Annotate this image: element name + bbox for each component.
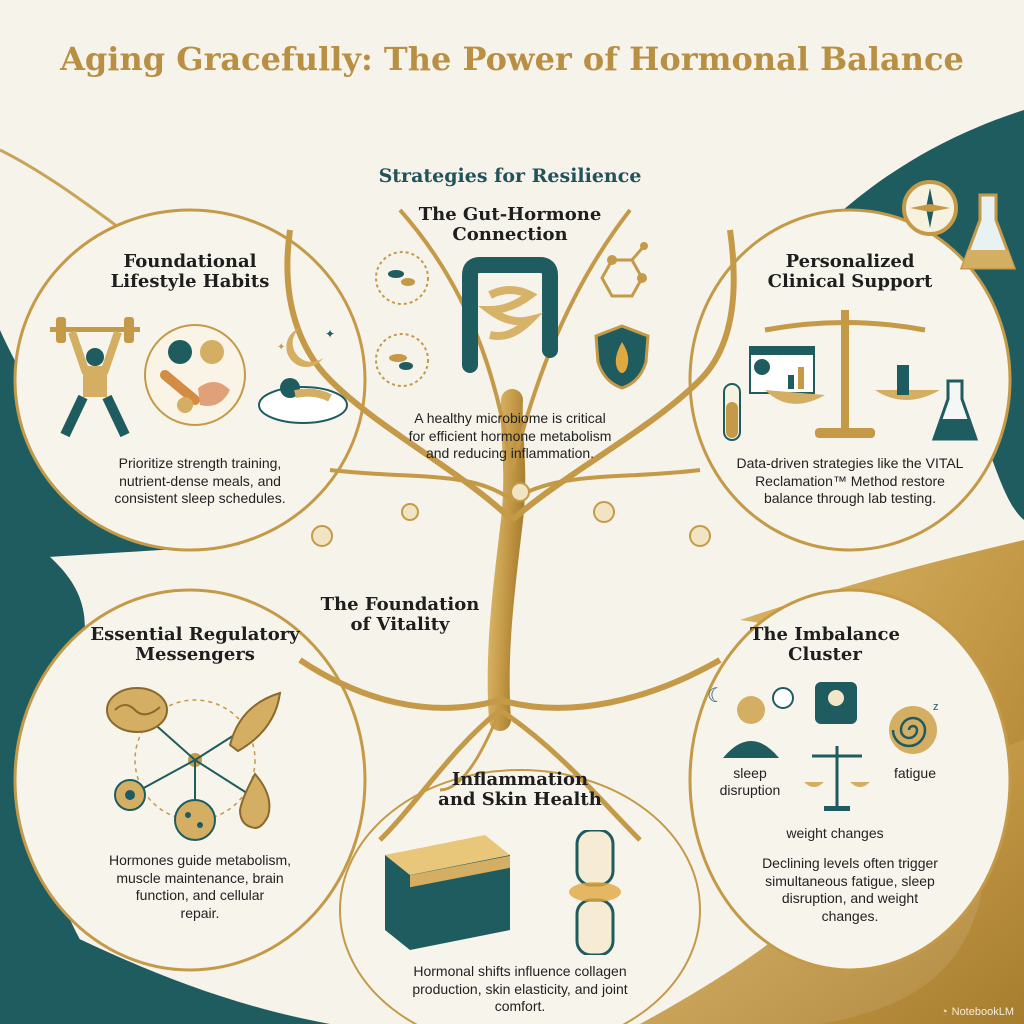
- microbe-icon: [375, 333, 429, 387]
- muscle-icon: [228, 691, 282, 753]
- weightlifter-icon: [50, 317, 140, 438]
- skin-layer-icon: [385, 835, 510, 950]
- scale-icon: [815, 682, 857, 724]
- lifestyle-heading: Foundational Lifestyle Habits: [110, 251, 270, 292]
- brain-icon: [106, 687, 168, 733]
- flask-icon: [931, 379, 979, 441]
- balance-icon: [804, 746, 870, 811]
- svg-text:✦: ✦: [325, 327, 335, 341]
- microbe-icon: [375, 251, 429, 305]
- lifestyle-description: Prioritize strength training, nutrient-d…: [114, 455, 286, 506]
- cell-icon: [174, 799, 216, 841]
- brand-watermark: ◔ NotebookLM: [940, 1006, 1014, 1018]
- food-plate-icon: [144, 324, 246, 426]
- gut-heading: The Gut-Hormone Connection: [418, 204, 602, 245]
- dashboard-icon: [749, 346, 815, 394]
- spiral-icon: z: [889, 701, 939, 754]
- flask-icon: [959, 193, 1017, 270]
- gut-description: A healthy microbiome is critical for eff…: [408, 410, 612, 461]
- intestine-icon: [462, 257, 558, 373]
- sleeping-moon-icon: ✦✦: [258, 327, 348, 424]
- compass-icon: [902, 180, 958, 236]
- balance-scale-icon: [764, 310, 940, 438]
- sleep-disruption-label: sleep disruption: [719, 765, 781, 798]
- imbalance-description: Declining levels often trigger simultane…: [762, 855, 938, 924]
- svg-text:✦: ✦: [277, 342, 285, 353]
- tired-person-icon: ☾: [707, 685, 794, 758]
- notebooklm-logo-icon: ◔: [940, 1006, 948, 1018]
- test-tube-icon: [723, 383, 741, 441]
- imbalance-heading: The Imbalance Cluster: [750, 624, 900, 665]
- molecule-icon: [600, 242, 648, 298]
- clinical-description: Data-driven strategies like the VITAL Re…: [736, 455, 964, 506]
- svg-text:☾: ☾: [707, 685, 725, 707]
- fatigue-label: fatigue: [893, 765, 937, 781]
- weight-changes-label: weight changes: [786, 825, 884, 841]
- svg-text:z: z: [933, 701, 939, 713]
- strategies-label: Strategies for Resilience: [378, 165, 642, 187]
- shield-flame-icon: [594, 324, 650, 390]
- knee-joint-icon: [569, 830, 621, 955]
- skin-heading: Inflammation and Skin Health: [438, 769, 602, 810]
- messengers-heading: Essential Regulatory Messengers: [90, 624, 300, 665]
- messengers-description: Hormones guide metabolism, muscle mainte…: [108, 852, 292, 921]
- cell-icon: [114, 779, 146, 811]
- skin-description: Hormonal shifts influence collagen produ…: [412, 963, 628, 1014]
- clinical-heading: Personalized Clinical Support: [767, 251, 933, 292]
- foundation-heading: The Foundation of Vitality: [320, 594, 480, 635]
- flame-icon: [238, 772, 271, 830]
- page-title: Aging Gracefully: The Power of Hormonal …: [60, 40, 964, 78]
